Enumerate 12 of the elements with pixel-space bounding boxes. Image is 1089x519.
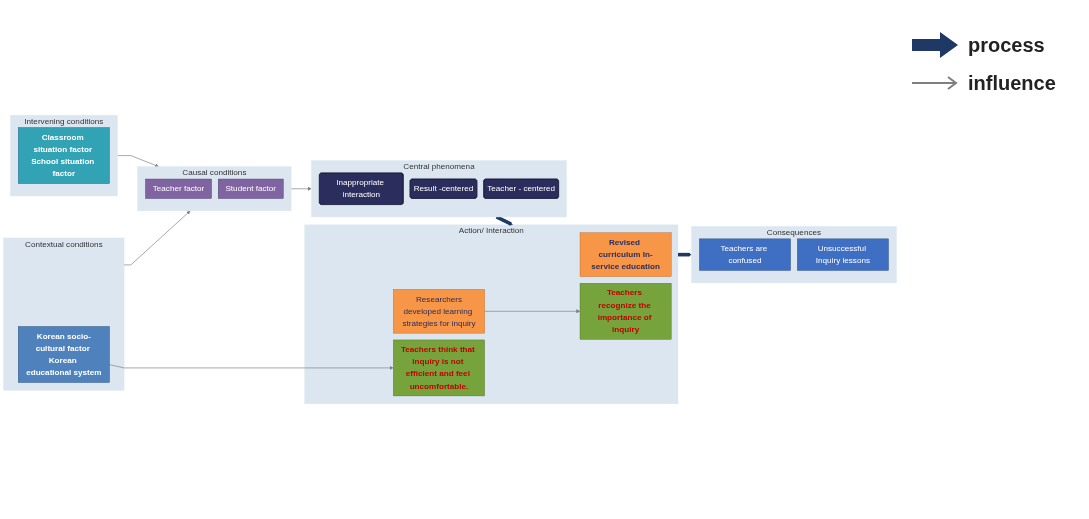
node-box: Teachers recognize the importance of inquiry [579,283,672,340]
legend-text: process [968,33,1045,57]
legend-text: influence [968,71,1056,95]
node-box: Classroom situation factor School situation factor [18,127,110,184]
node-box: Student factor [218,178,284,199]
node-box: Korean socio-cultural factor Korean educational system [18,326,110,383]
node-box: Teachers think that inquiry is not efficient and feel uncomfortable. [393,339,485,397]
node-box: Researchers developed learning strategies for inquiry [393,289,485,334]
node-box: Unsuccessful Inquiry lessons [797,238,889,271]
node-box: Revised curriculum In-service education [579,232,672,277]
node-box: Teachers are confused [699,238,791,271]
node-box: Teacher factor [145,178,212,199]
